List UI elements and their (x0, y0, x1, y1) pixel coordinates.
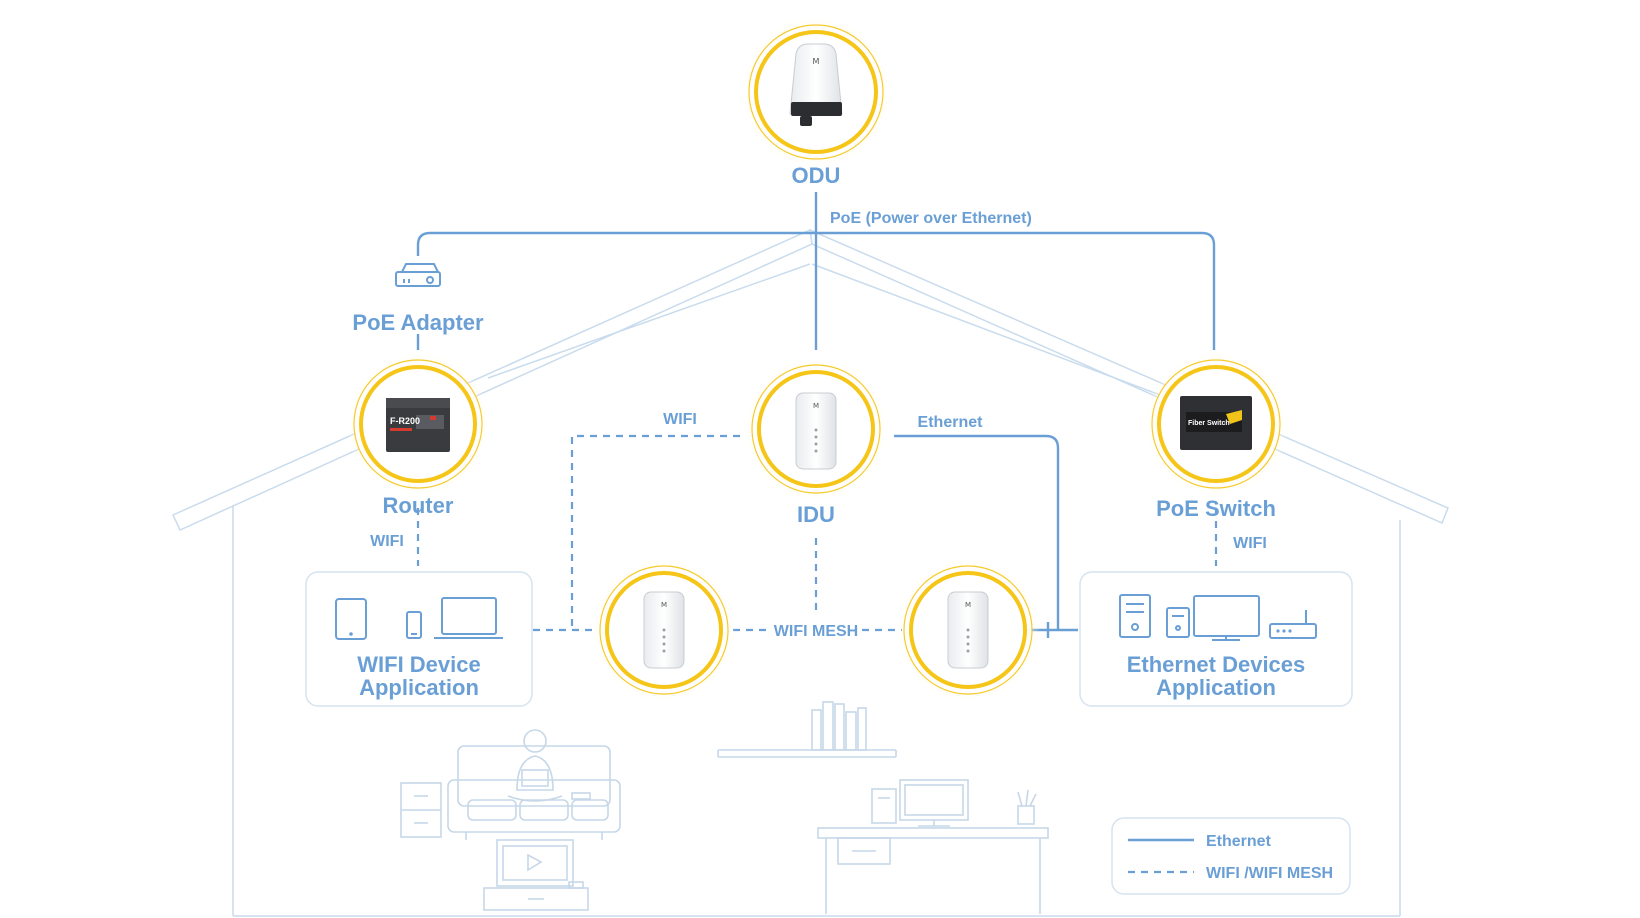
poe-adapter-icon (395, 263, 441, 287)
wifi-devices-label-line1: WIFI Device (357, 652, 480, 677)
wifi-devices-box: WIFI Device Application (305, 571, 533, 707)
mesh-unit-image: M (643, 591, 685, 669)
router-model-text: F-R200 (390, 416, 420, 426)
mesh-node-right: M (896, 558, 1040, 702)
ethernet-devices-box: Ethernet Devices Application (1079, 571, 1353, 707)
switch-model-text: Fiber Switch (1188, 420, 1230, 427)
router-node: F-R200 (346, 352, 490, 496)
odu-node: M (740, 16, 892, 168)
poe-switch-label: PoE Switch (1156, 496, 1276, 521)
poe-link-label: PoE (Power over Ethernet) (830, 210, 1032, 227)
poe-adapter-label: PoE Adapter (352, 310, 484, 335)
router-icon (1269, 610, 1317, 639)
wifi-mesh-label: WIFI MESH (774, 623, 858, 640)
idu-node: M (744, 357, 888, 501)
phone-icon (406, 611, 422, 639)
svg-text:M: M (813, 402, 819, 410)
poe-switch-node: Fiber Switch (1144, 352, 1288, 496)
sofa-scene (400, 729, 621, 911)
connections (416, 192, 1218, 638)
odu-label: ODU (792, 163, 841, 188)
router-wifi-label: WIFI (370, 533, 404, 550)
idu-device-image: M (795, 392, 837, 470)
odu-device-image: M (789, 43, 843, 126)
legend: Ethernet WIFI /WIFI MESH (1111, 817, 1351, 895)
idu-wifi-line (570, 434, 740, 630)
laptop-icon (434, 597, 503, 639)
mesh-unit-image: M (947, 591, 989, 669)
svg-text:M: M (813, 57, 820, 66)
idu-ethernet-label: Ethernet (918, 414, 984, 431)
router-label: Router (383, 493, 454, 518)
ethernet-devices-label-line1: Ethernet Devices (1127, 652, 1306, 677)
mesh-node-left: M (592, 558, 736, 702)
svg-text:M: M (965, 601, 971, 609)
ethernet-devices-label-line2: Application (1156, 675, 1276, 700)
tablet-icon (335, 598, 367, 640)
wifi-devices-label-line2: Application (359, 675, 479, 700)
small-pc-icon (1166, 607, 1190, 638)
router-device-image: F-R200 (386, 398, 450, 452)
monitor-icon (1193, 595, 1260, 641)
legend-solid-label: Ethernet (1206, 833, 1272, 850)
shelf-books (717, 701, 897, 758)
idu-ethernet-line (894, 434, 1060, 630)
desktop-tower-icon (1119, 594, 1151, 638)
svg-text:M: M (661, 601, 667, 609)
desk-scene (817, 779, 1049, 914)
switch-device-image: Fiber Switch (1180, 396, 1252, 450)
legend-dashed-label: WIFI /WIFI MESH (1206, 865, 1333, 882)
idu-label: IDU (797, 502, 835, 527)
switch-wifi-label: WIFI (1233, 535, 1267, 552)
idu-wifi-label: WIFI (663, 411, 697, 428)
